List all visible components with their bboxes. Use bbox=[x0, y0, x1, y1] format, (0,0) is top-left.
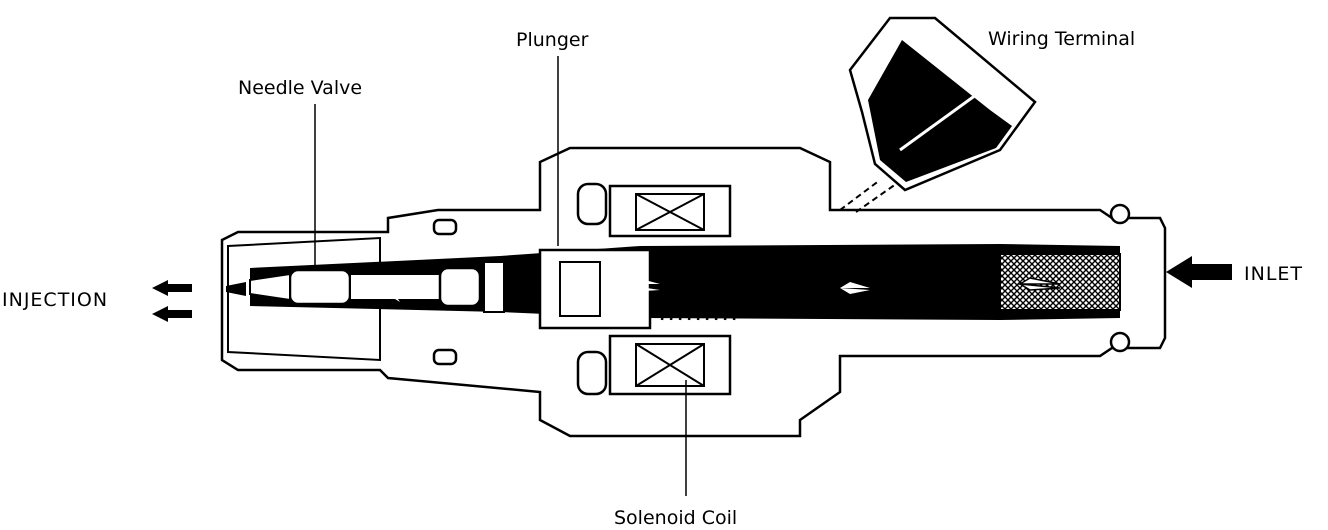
label-inlet: INLET bbox=[1244, 263, 1304, 285]
leader-lines bbox=[314, 56, 687, 496]
inlet-filter bbox=[999, 253, 1121, 311]
label-plunger: Plunger bbox=[516, 29, 589, 51]
label-wiring-terminal: Wiring Terminal bbox=[988, 28, 1136, 50]
o-rings bbox=[432, 203, 1131, 366]
wiring-terminal bbox=[839, 16, 1037, 213]
inlet-arrow bbox=[1166, 256, 1232, 288]
spring bbox=[660, 251, 745, 321]
needle-valve bbox=[226, 261, 505, 313]
solenoid-coil-top bbox=[576, 182, 732, 238]
solenoid-coil-bottom bbox=[576, 334, 732, 396]
label-needle-valve: Needle Valve bbox=[238, 77, 363, 99]
injection-arrows bbox=[152, 280, 192, 322]
label-injection: INJECTION bbox=[2, 289, 109, 311]
nozzle-cap bbox=[227, 236, 381, 362]
label-solenoid-coil: Solenoid Coil bbox=[614, 507, 738, 529]
flow-arrows bbox=[380, 276, 870, 302]
